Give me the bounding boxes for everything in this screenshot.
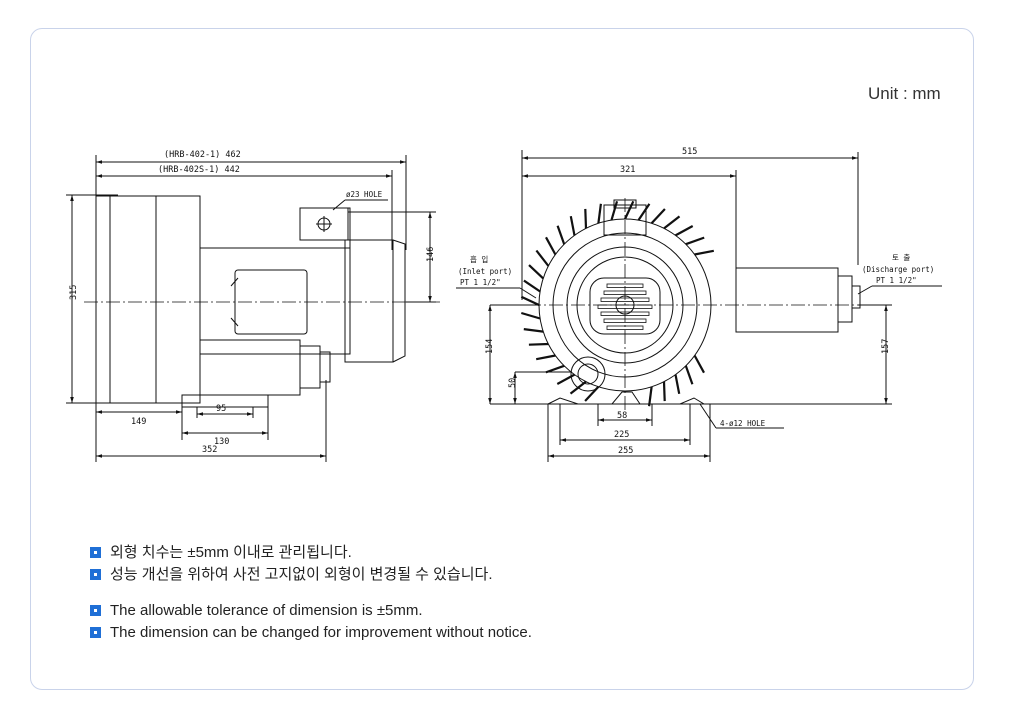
dim-50: 50: [508, 378, 518, 388]
dim-95: 95: [216, 404, 226, 414]
note-item: 외형 치수는 ±5mm 이내로 관리됩니다.: [90, 542, 532, 564]
dim-154: 154: [485, 339, 495, 354]
unit-label: Unit : mm: [868, 84, 941, 103]
note-item: The dimension can be changed for improve…: [90, 622, 532, 644]
front-view: [456, 150, 942, 462]
dim-149: 149: [131, 417, 146, 427]
note-text-ko-1: 외형 치수는 ±5mm 이내로 관리됩니다.: [110, 544, 352, 561]
side-hole-label: ø23 HOLE: [346, 190, 383, 199]
dim-130: 130: [214, 437, 229, 447]
front-hole-label: 4-ø12 HOLE: [720, 419, 766, 428]
square-bullet-icon: [90, 569, 101, 580]
dim-overall-402s-1: (HRB-402S-1) 442: [158, 165, 240, 175]
square-bullet-icon: [90, 627, 101, 638]
side-view-labels: (HRB-402-1) 462 (HRB-402S-1) 442 ø23 HOL…: [69, 150, 436, 455]
dim-515: 515: [682, 147, 697, 157]
dim-overall-402-1: (HRB-402-1) 462: [164, 150, 241, 160]
drawing-card: [30, 28, 974, 690]
dim-255: 255: [618, 446, 633, 456]
note-item: The allowable tolerance of dimension is …: [90, 600, 532, 622]
square-bullet-icon: [90, 547, 101, 558]
discharge-label: (Discharge port): [862, 265, 934, 274]
dim-225: 225: [614, 430, 629, 440]
note-text-ko-2: 성능 개선을 위하여 사전 고지없이 외형이 변경될 수 있습니다.: [110, 566, 493, 583]
front-view-labels: 515 321 흡 입 (Inlet port) PT 1 1/2" 토 출 (…: [458, 147, 934, 456]
inlet-label: (Inlet port): [458, 267, 512, 276]
note-text-en-2: The dimension can be changed for improve…: [110, 624, 532, 641]
inlet-label-korean: 흡 입: [470, 254, 488, 264]
dim-321: 321: [620, 165, 635, 175]
dim-146: 146: [426, 247, 436, 262]
note-item: 성능 개선을 위하여 사전 고지없이 외형이 변경될 수 있습니다.: [90, 564, 532, 586]
dim-352: 352: [202, 445, 217, 455]
inlet-size: PT 1 1/2": [460, 278, 501, 287]
square-bullet-icon: [90, 605, 101, 616]
notes-list: 외형 치수는 ±5mm 이내로 관리됩니다. 성능 개선을 위하여 사전 고지없…: [90, 542, 532, 644]
cooling-fins: [520, 200, 715, 407]
dim-157: 157: [881, 339, 891, 354]
dim-height-315: 315: [69, 285, 79, 300]
note-text-en-1: The allowable tolerance of dimension is …: [110, 602, 423, 619]
dim-58: 58: [617, 411, 627, 421]
side-view: [66, 155, 440, 462]
discharge-label-korean: 토 출: [892, 252, 910, 262]
discharge-size: PT 1 1/2": [876, 276, 917, 285]
